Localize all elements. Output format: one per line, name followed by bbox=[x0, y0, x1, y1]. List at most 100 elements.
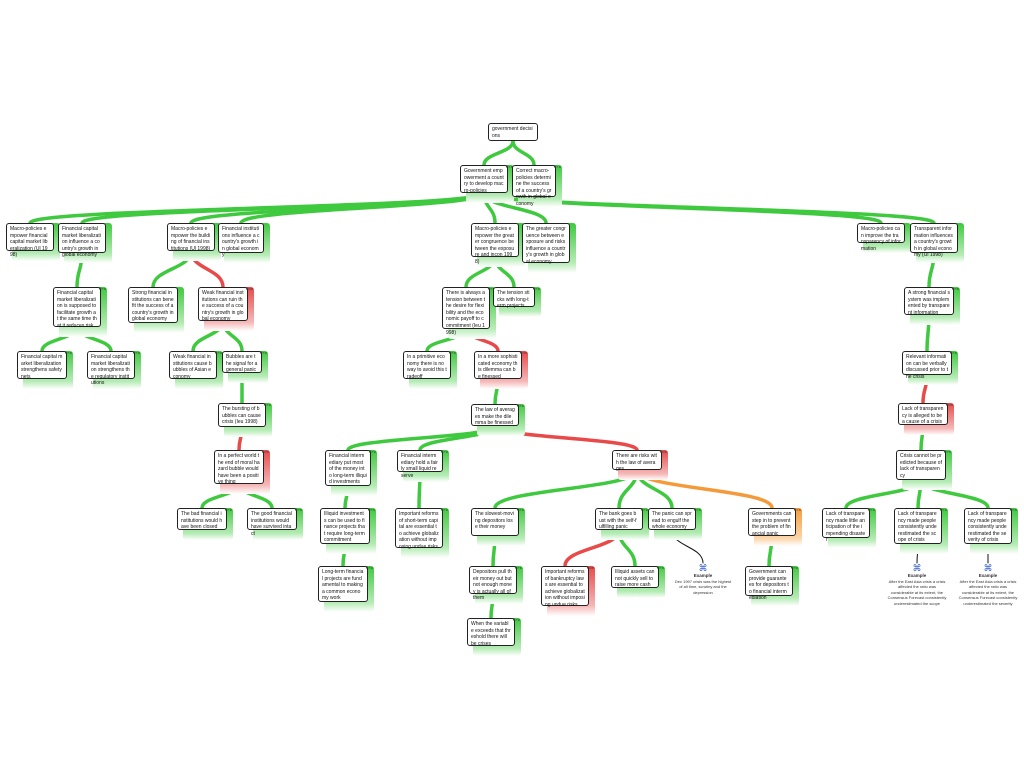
example-link-icon: ⌘ bbox=[912, 563, 922, 573]
argument-node[interactable]: Government empowerment a country to deve… bbox=[460, 165, 514, 203]
argument-node[interactable]: Macro-policies empower financial capital… bbox=[6, 223, 60, 261]
argument-node[interactable]: Weak financial institutions cause bubble… bbox=[169, 351, 223, 389]
argument-node[interactable]: The panic can spread to engulf the whole… bbox=[648, 508, 702, 540]
node-type-tag: Pro bbox=[512, 619, 520, 623]
argument-node[interactable]: Transparent information influences a cou… bbox=[910, 223, 964, 263]
node-text: Financial capital market liberalization … bbox=[17, 351, 67, 380]
argument-node[interactable]: Macro-policies can improve the transpare… bbox=[857, 223, 911, 253]
node-text: Lack of transparency made people consist… bbox=[894, 508, 942, 544]
argument-node[interactable]: Financial intermediary hold a fairly sma… bbox=[397, 450, 449, 482]
argument-node[interactable]: In a more sophisticated economy this dil… bbox=[474, 351, 528, 389]
node-text: Weak financial institutions cause bubble… bbox=[169, 351, 217, 380]
node-type-tag: Pro bbox=[640, 509, 648, 513]
node-type-tag: Pro bbox=[132, 352, 140, 356]
node-text: The slowest-moving depositors lose their… bbox=[471, 508, 519, 536]
node-text: There is always a tension between the de… bbox=[442, 287, 490, 336]
example-title: Example bbox=[907, 573, 927, 578]
argument-node[interactable]: Governments can step in to prevent the p… bbox=[748, 508, 802, 546]
node-text: Government can provide guarantees for de… bbox=[745, 566, 793, 601]
node-text: In a more sophisticated economy this dil… bbox=[474, 351, 522, 380]
argument-node[interactable]: Financial capital market liberalization … bbox=[17, 351, 73, 389]
argument-node[interactable]: There are risks with the law of averages… bbox=[612, 450, 668, 480]
node-type-tag: Pro bbox=[365, 567, 373, 571]
argument-node[interactable]: The greater congruence between exposure … bbox=[522, 223, 576, 273]
node-type-tag: Con bbox=[586, 567, 594, 571]
link-c10-c14 bbox=[493, 468, 639, 510]
argument-node[interactable]: Relevant information can be verbally dis… bbox=[902, 351, 958, 385]
node-text: Financial capital market liberalization … bbox=[87, 351, 135, 386]
argument-node[interactable]: In a perfect world the end of moral haza… bbox=[214, 450, 270, 494]
argument-node[interactable]: The law of averages make the dilemma be … bbox=[471, 404, 525, 436]
argument-node[interactable]: Important reforms of bankruptcy laws are… bbox=[541, 566, 595, 616]
argument-node[interactable]: Financial capital market liberalization … bbox=[87, 351, 141, 389]
argument-node[interactable]: Financial capital market liberalization … bbox=[58, 223, 112, 263]
node-text: Bubbles are the signal for a general pan… bbox=[222, 351, 262, 373]
argument-node[interactable]: Lack of transparency made people consist… bbox=[964, 508, 1018, 554]
argument-node[interactable]: The bad financial institutions would hav… bbox=[177, 508, 233, 540]
argument-node[interactable]: Bubbles are the signal for a general pan… bbox=[222, 351, 268, 383]
argument-node[interactable]: Macro-policies empower the greater congr… bbox=[471, 223, 525, 267]
argument-node[interactable]: The good financial institutions would ha… bbox=[247, 508, 303, 540]
argument-node[interactable]: The bank goes bust with the self-fulfill… bbox=[595, 508, 649, 540]
node-text: Depositors pull their money out but not … bbox=[469, 566, 517, 601]
node-text: The bank goes bust with the self-fulfill… bbox=[595, 508, 643, 530]
node-type-tag: Pro bbox=[487, 288, 495, 292]
argument-node[interactable]: Government can provide guarantees for de… bbox=[745, 566, 799, 606]
argument-node[interactable]: The slowest-moving depositors lose their… bbox=[471, 508, 525, 546]
argument-node[interactable]: Lack of transparency made people consist… bbox=[894, 508, 948, 554]
argument-node[interactable]: The bursting of bubbles can cause crisis… bbox=[218, 403, 272, 437]
node-text: Financial institutions influence a count… bbox=[218, 223, 264, 258]
example-title: Example bbox=[693, 573, 713, 578]
node-text: Macro-policies empower the building of f… bbox=[167, 223, 215, 252]
node-text: There are risks with the law of averages bbox=[612, 450, 662, 472]
node-type-tag: Pro bbox=[793, 509, 801, 513]
argument-node[interactable]: When the variable exceeds that threshold… bbox=[467, 618, 521, 656]
node-type-tag: Pro bbox=[790, 567, 798, 571]
node-text: Important reforms of short-term capital … bbox=[395, 508, 443, 550]
argument-node[interactable]: Financial capital market liberalization … bbox=[53, 287, 107, 337]
argument-node[interactable]: Correct macro-policies determine the suc… bbox=[512, 165, 562, 207]
argument-node[interactable]: A strong financial system was implemente… bbox=[904, 287, 960, 325]
argument-node[interactable]: Illiquid investments can be used to fina… bbox=[320, 508, 376, 554]
example-link-icon: ⌘ bbox=[983, 563, 993, 573]
argument-node[interactable]: Lack of transparency made little anticip… bbox=[822, 508, 876, 548]
node-text: The panic can spread to engulf the whole… bbox=[648, 508, 696, 530]
argument-node[interactable]: Financial institutions influence a count… bbox=[218, 223, 270, 263]
root-claim-box[interactable]: government decisions bbox=[488, 123, 538, 141]
node-text: Correct macro-policies determine the suc… bbox=[512, 165, 556, 207]
argument-node[interactable]: There is always a tension between the de… bbox=[442, 287, 496, 339]
argument-node[interactable]: Illiquid assets cannot quickly sell to r… bbox=[611, 566, 665, 598]
argument-node[interactable]: In a primitive economy there is no way t… bbox=[403, 351, 457, 389]
argument-node[interactable]: Depositors pull their money out but not … bbox=[469, 566, 523, 604]
argument-node[interactable]: Long-term financial projects are fundame… bbox=[318, 566, 374, 612]
argument-node[interactable]: Important reforms of short-term capital … bbox=[395, 508, 449, 558]
node-text: Relevant information can be verbally dis… bbox=[902, 351, 952, 380]
example-title: Example bbox=[978, 573, 998, 578]
node-text: Strong financial institutions can benefi… bbox=[128, 287, 178, 323]
node-type-tag: Pro bbox=[553, 166, 561, 170]
argument-node[interactable]: Strong financial institutions can benefi… bbox=[128, 287, 184, 333]
node-text: Transparent information influences a cou… bbox=[910, 223, 958, 258]
node-text: The bad financial institutions would hav… bbox=[177, 508, 227, 530]
node-type-tag: Pro bbox=[224, 509, 232, 513]
link-root-n1 bbox=[482, 139, 515, 167]
argument-node[interactable]: Macro-policies empower the building of f… bbox=[167, 223, 221, 261]
node-type-tag: Pro bbox=[263, 404, 271, 408]
argument-node[interactable]: Crisis cannot be predicted because of la… bbox=[896, 450, 952, 490]
node-type-tag: Pro bbox=[656, 567, 664, 571]
link-n1-a2 bbox=[80, 191, 486, 225]
argument-node[interactable]: Financial intermediary put most of the m… bbox=[325, 450, 377, 496]
argument-node[interactable]: The tension sticks with long-term projec… bbox=[493, 287, 541, 317]
node-text: Financial capital market liberalization … bbox=[58, 223, 106, 258]
node-text: The bursting of bubbles can cause crisis… bbox=[218, 403, 266, 427]
example-text: After the East Asia crisis a crisis affe… bbox=[887, 578, 947, 606]
node-text: Governments can step in to prevent the p… bbox=[748, 508, 796, 537]
node-text: The good financial institutions would ha… bbox=[247, 508, 297, 537]
argument-node[interactable]: Lack of transparency is alleged to be a … bbox=[898, 403, 954, 435]
node-text: Lack of transparency made little anticip… bbox=[822, 508, 870, 543]
argument-node[interactable]: Weak financial institutions can ruin the… bbox=[198, 287, 254, 331]
